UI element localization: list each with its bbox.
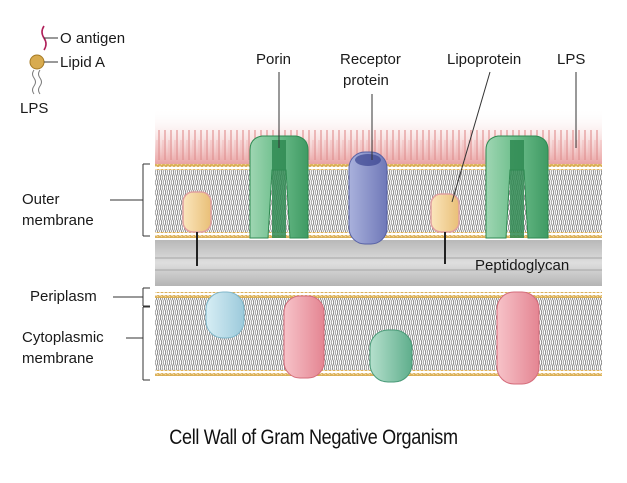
label-cytoplasmic-membrane-line2: membrane: [22, 350, 94, 367]
cyto-membrane-top-heads: [155, 292, 602, 298]
porin-right: [485, 135, 549, 239]
legend-lps: LPS: [20, 100, 49, 117]
label-outer-membrane-line2: membrane: [22, 212, 94, 229]
figure-caption: Cell Wall of Gram Negative Organism: [169, 426, 458, 449]
peptidoglycan-band: [155, 240, 602, 286]
cyto-protein-teal: [369, 329, 413, 383]
label-porin: Porin: [256, 51, 292, 68]
legend-o-antigen: O antigen: [60, 30, 126, 47]
lipoprotein-leader: [451, 71, 491, 203]
periplasm-bracket: [113, 287, 150, 307]
cyto-protein-pink-left: [283, 295, 325, 379]
label-peptidoglycan: Peptidoglycan: [475, 257, 570, 274]
label-periplasm: Periplasm: [30, 288, 97, 305]
lipoprotein-right: [430, 193, 460, 264]
cyto-protein-blue: [205, 291, 245, 339]
label-receptor-protein-line2: protein: [343, 72, 389, 89]
lipid-a-head: [29, 54, 45, 70]
lipoprotein-left: [182, 191, 212, 266]
label-lps: LPS: [557, 51, 586, 68]
label-lipoprotein: Lipoprotein: [447, 51, 522, 68]
outer-membrane-bracket: [110, 163, 150, 237]
label-outer-membrane-line1: Outer: [22, 191, 60, 208]
lps-legend-molecule: [29, 25, 58, 95]
label-receptor-protein-line1: Receptor: [340, 51, 401, 68]
cyto-protein-pink-right: [496, 291, 540, 385]
legend-lipid-a: Lipid A: [60, 54, 106, 71]
label-cytoplasmic-membrane-line1: Cytoplasmic: [22, 329, 104, 346]
porin-left: [249, 135, 309, 239]
cytoplasmic-membrane-bracket: [126, 306, 150, 381]
peptidoglycan-layer: [155, 240, 602, 286]
leader-lines: [110, 71, 577, 381]
receptor-protein: [348, 151, 388, 245]
